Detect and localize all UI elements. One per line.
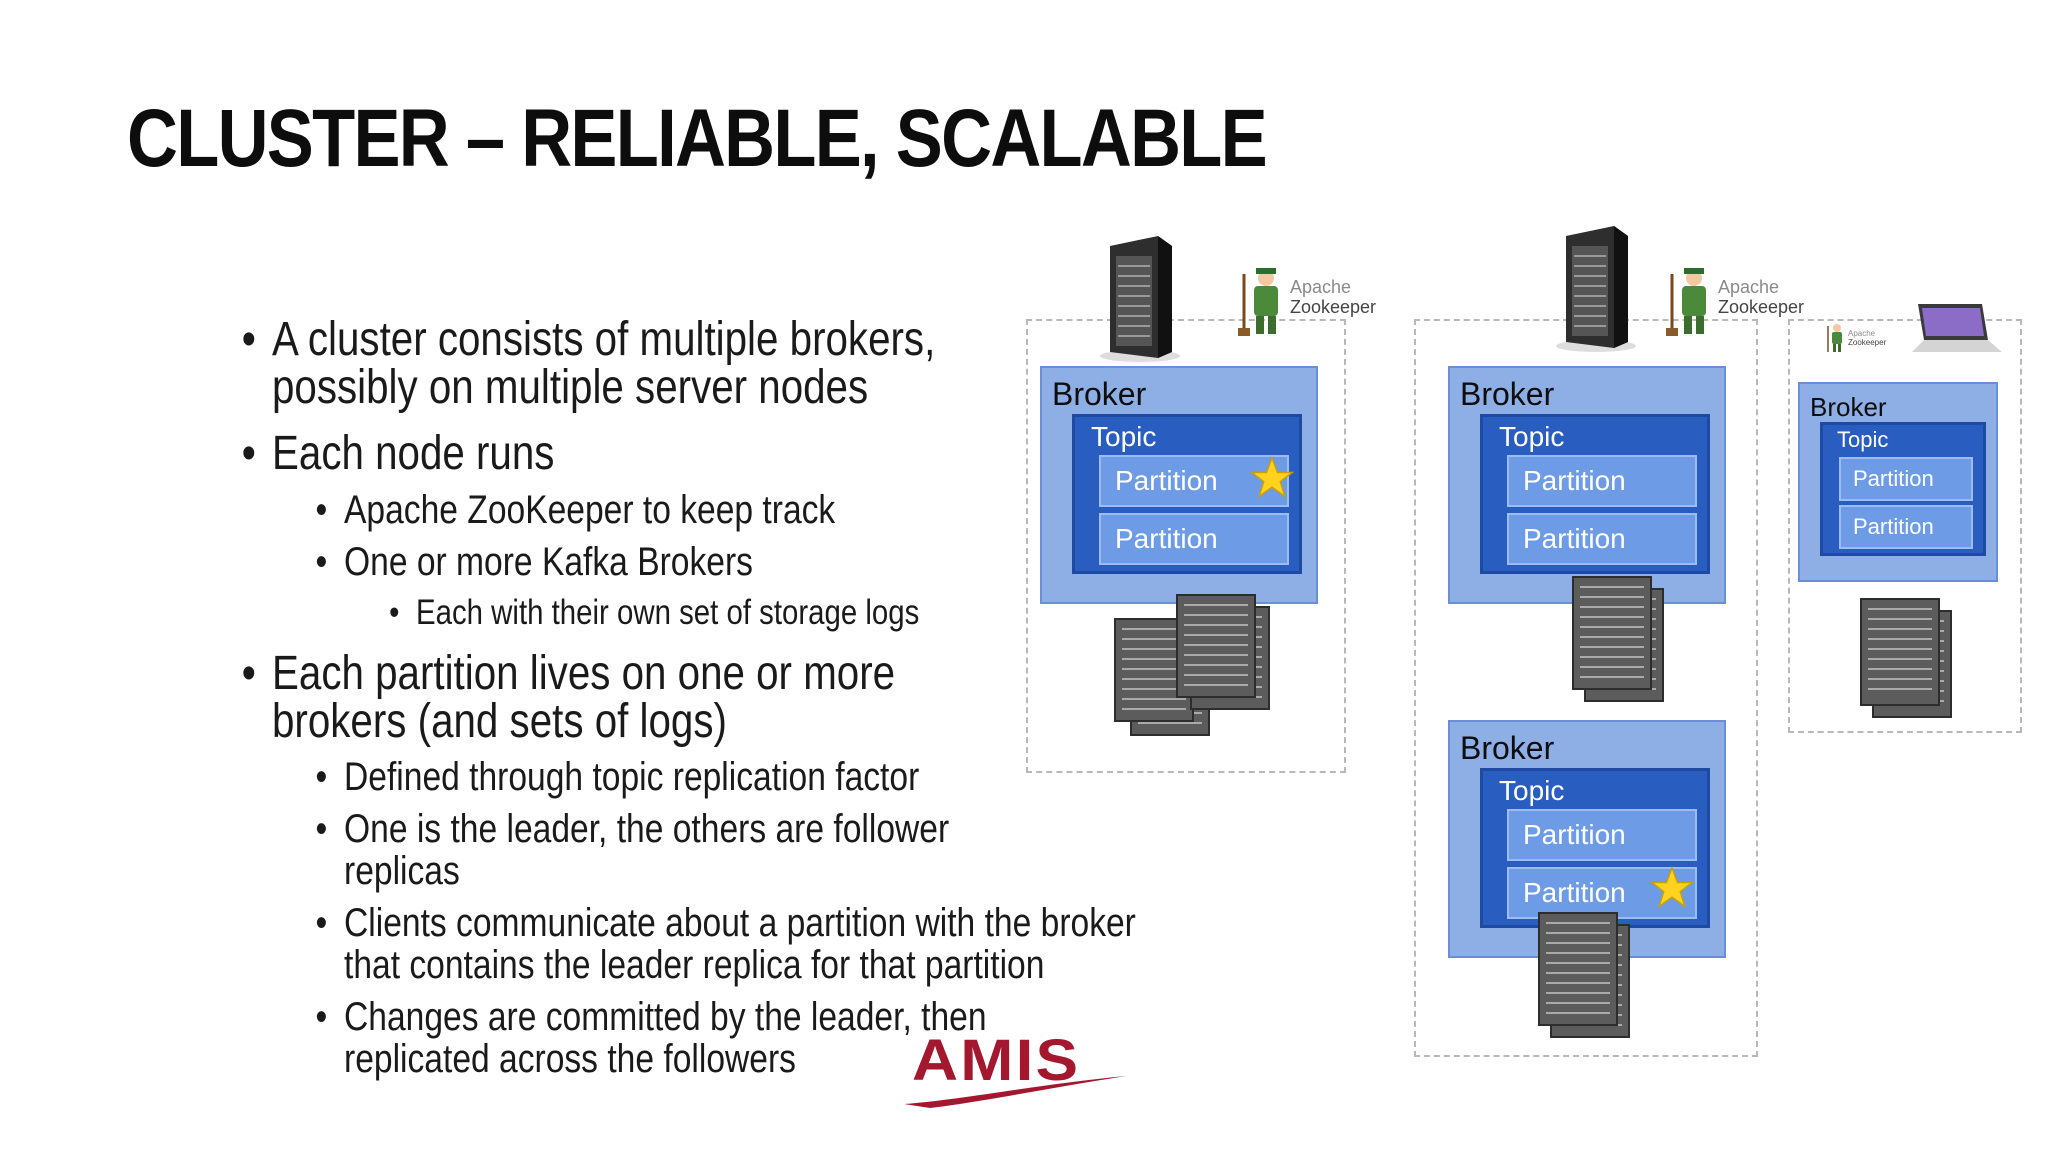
topic-label: Topic xyxy=(1499,775,1565,806)
bullet-item: • Defined through topic replication fact… xyxy=(315,755,920,799)
topic-box: Topic Partition Partition xyxy=(1072,414,1302,574)
partition-label: Partition xyxy=(1853,466,1934,491)
bullet-dot: • xyxy=(315,540,328,584)
bullet-item: • Each partition lives on one or more br… xyxy=(242,647,896,748)
storage-logs-icon xyxy=(1570,574,1680,704)
bullet-line: One or more Kafka Brokers xyxy=(344,540,753,584)
amis-logo: AMIS xyxy=(904,1032,1126,1108)
zookeeper-label-line1: Apache xyxy=(1290,277,1352,297)
slide-title: CLUSTER – RELIABLE, SCALABLE xyxy=(127,93,1268,184)
storage-logs-icon xyxy=(1536,910,1646,1040)
bullet-line: Apache ZooKeeper to keep track xyxy=(344,488,836,532)
partition-label: Partition xyxy=(1523,523,1626,554)
bullet-line: Each with their own set of storage logs xyxy=(416,593,920,632)
storage-logs-icon xyxy=(1110,592,1276,758)
zookeeper-label: Apache Zookeeper xyxy=(1718,277,1805,318)
bullet-line: Each node runs xyxy=(272,427,555,480)
bullet-line: Changes are committed by the leader, the… xyxy=(344,995,987,1039)
bullet-dot: • xyxy=(315,488,328,532)
zookeeper-mascot-icon xyxy=(1827,324,1842,352)
partition-label: Partition xyxy=(1115,465,1218,496)
bullet-item: • Changes are committed by the leader, t… xyxy=(315,995,987,1081)
server-rack-icon xyxy=(1100,236,1180,362)
bullet-line: One is the leader, the others are follow… xyxy=(344,807,950,851)
topic-box: Topic Partition Partition xyxy=(1820,422,1986,556)
bullet-line: brokers (and sets of logs) xyxy=(272,695,727,748)
zookeeper-mascot-icon xyxy=(1238,268,1278,336)
server-node-1 xyxy=(1026,319,1346,773)
amis-logo-text: AMIS xyxy=(912,1028,1081,1093)
server-rack-icon xyxy=(1556,226,1636,352)
topic-label: Topic xyxy=(1499,421,1565,452)
leader-star-icon xyxy=(1650,866,1694,909)
bullet-item: • One is the leader, the others are foll… xyxy=(315,807,950,893)
storage-logs-icon xyxy=(1858,596,1958,726)
partition-label: Partition xyxy=(1523,877,1626,908)
partition-box: Partition xyxy=(1507,809,1697,861)
bullet-line: that contains the leader replica for tha… xyxy=(344,943,1045,987)
topic-label: Topic xyxy=(1837,427,1889,452)
partition-label: Partition xyxy=(1523,819,1626,850)
zookeeper-label-line2: Zookeeper xyxy=(1718,296,1805,317)
broker-label: Broker xyxy=(1052,376,1147,412)
partition-box: Partition xyxy=(1839,457,1973,501)
broker-box: Broker Topic Partition Partition xyxy=(1448,720,1726,958)
amis-logo-swoosh xyxy=(904,1076,1126,1108)
bullet-dot: • xyxy=(315,807,328,851)
zookeeper-label-line2: Zookeeper xyxy=(1848,337,1887,347)
bullet-item: • Each with their own set of storage log… xyxy=(389,593,920,632)
bullet-dot: • xyxy=(315,755,328,799)
partition-box: Partition xyxy=(1099,455,1289,507)
bullet-item: • One or more Kafka Brokers xyxy=(315,540,753,584)
zookeeper-label-line2: Zookeeper xyxy=(1290,296,1377,317)
topic-label: Topic xyxy=(1091,421,1157,452)
server-node-3 xyxy=(1788,319,2022,733)
bullet-line: replicated across the followers xyxy=(344,1037,796,1081)
bullet-dot: • xyxy=(241,647,256,700)
bullet-dot: • xyxy=(389,593,400,632)
bullet-line: possibly on multiple server nodes xyxy=(272,361,869,414)
bullet-line: Clients communicate about a partition wi… xyxy=(344,901,1136,945)
partition-label: Partition xyxy=(1853,514,1934,539)
zookeeper-label-line1: Apache xyxy=(1848,329,1876,338)
bullet-dot: • xyxy=(315,995,328,1039)
broker-box: Broker Topic Partition Partition xyxy=(1798,382,1998,582)
partition-label: Partition xyxy=(1523,465,1626,496)
bullet-line: replicas xyxy=(344,849,460,893)
topic-box: Topic Partition Partition xyxy=(1480,414,1710,574)
zookeeper-label-line1: Apache xyxy=(1718,277,1780,297)
broker-box: Broker Topic Partition Partition xyxy=(1448,366,1726,604)
leader-star-icon xyxy=(1250,456,1294,499)
broker-label: Broker xyxy=(1460,730,1555,766)
partition-box: Partition xyxy=(1507,455,1697,507)
partition-box: Partition xyxy=(1507,513,1697,565)
zookeeper-label: Apache Zookeeper xyxy=(1290,277,1377,318)
partition-box: Partition xyxy=(1099,513,1289,565)
broker-label: Broker xyxy=(1460,376,1555,412)
bullet-item: • Apache ZooKeeper to keep track xyxy=(315,488,836,532)
bullet-dot: • xyxy=(241,427,256,480)
bullet-item: • Each node runs xyxy=(242,427,555,480)
laptop-icon xyxy=(1912,304,2002,352)
bullet-line: Defined through topic replication factor xyxy=(344,755,920,799)
partition-label: Partition xyxy=(1115,523,1218,554)
bullet-line: Each partition lives on one or more xyxy=(272,647,896,700)
bullet-line: A cluster consists of multiple brokers, xyxy=(272,313,936,366)
zookeeper-mascot-icon xyxy=(1666,268,1706,336)
bullet-dot: • xyxy=(241,313,256,366)
broker-label: Broker xyxy=(1810,392,1887,422)
zookeeper-label: Apache Zookeeper xyxy=(1848,329,1887,348)
bullet-item: • Clients communicate about a partition … xyxy=(315,901,1136,987)
bullet-dot: • xyxy=(315,901,328,945)
bullet-item: • A cluster consists of multiple brokers… xyxy=(242,313,936,414)
partition-box: Partition xyxy=(1839,505,1973,549)
